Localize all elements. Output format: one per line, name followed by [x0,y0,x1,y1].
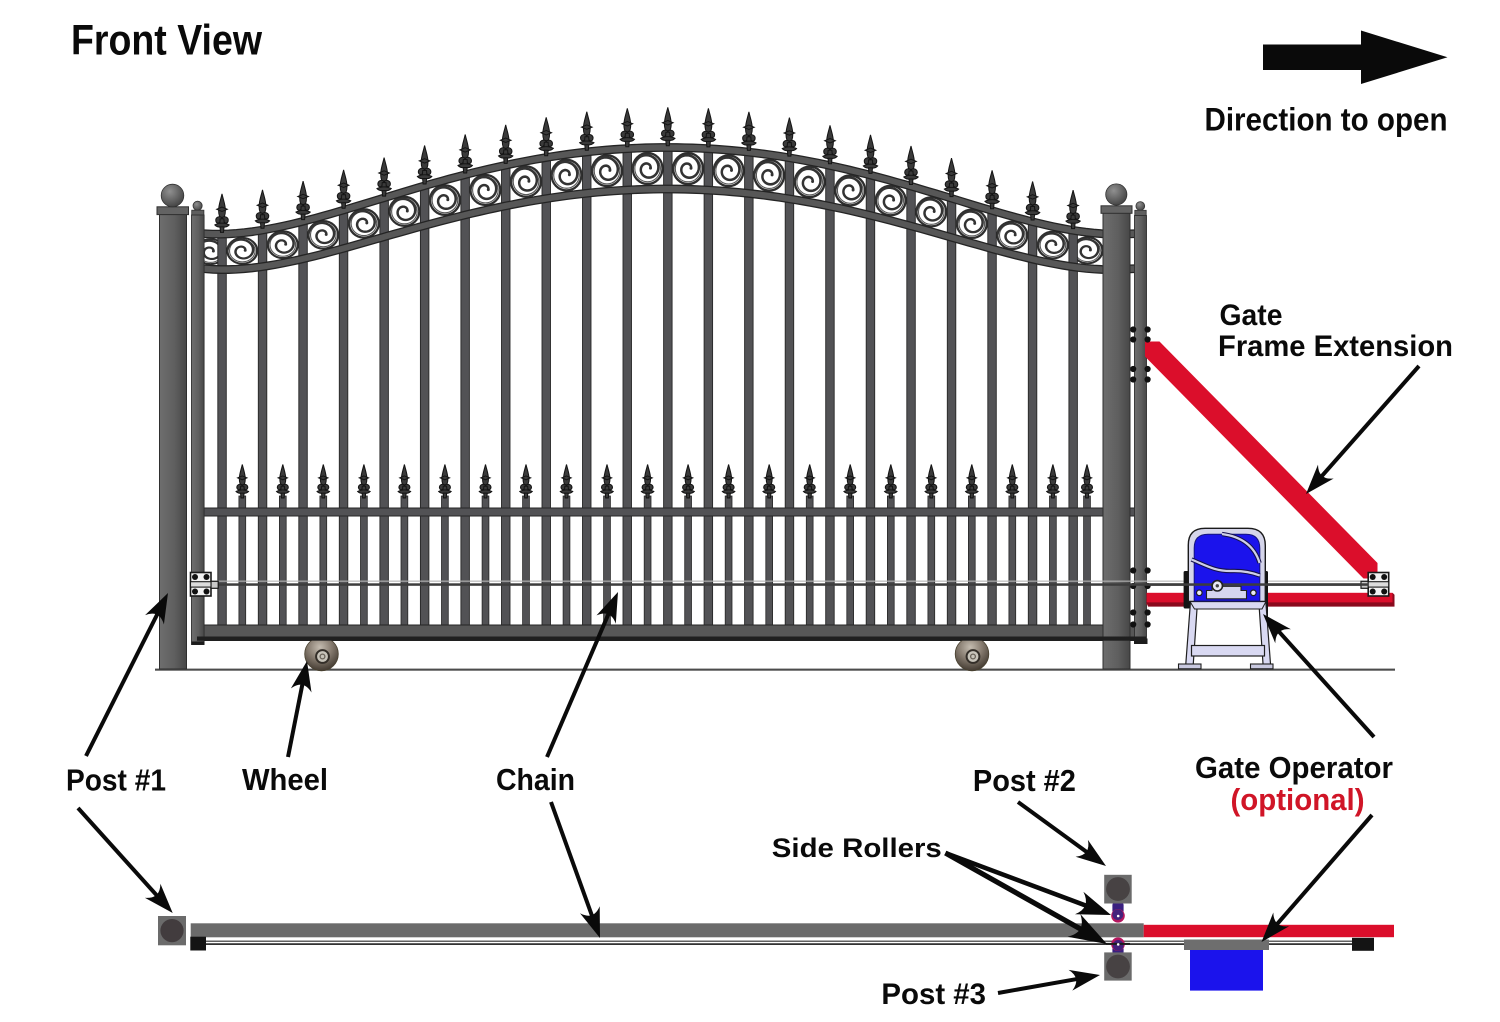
svg-text:Post #3: Post #3 [881,978,986,1011]
svg-text:Side Rollers: Side Rollers [772,833,942,863]
svg-text:Gate Operator: Gate Operator [1195,751,1393,785]
svg-text:Wheel: Wheel [242,762,328,797]
svg-text:(optional): (optional) [1231,783,1365,817]
svg-text:Front View: Front View [71,18,263,65]
svg-text:Frame Extension: Frame Extension [1218,330,1453,363]
svg-text:Post #2: Post #2 [973,763,1076,798]
svg-text:Direction to open: Direction to open [1205,102,1448,138]
svg-text:Gate: Gate [1220,299,1283,332]
svg-text:Post #1: Post #1 [66,763,166,798]
svg-text:Chain: Chain [496,762,575,797]
